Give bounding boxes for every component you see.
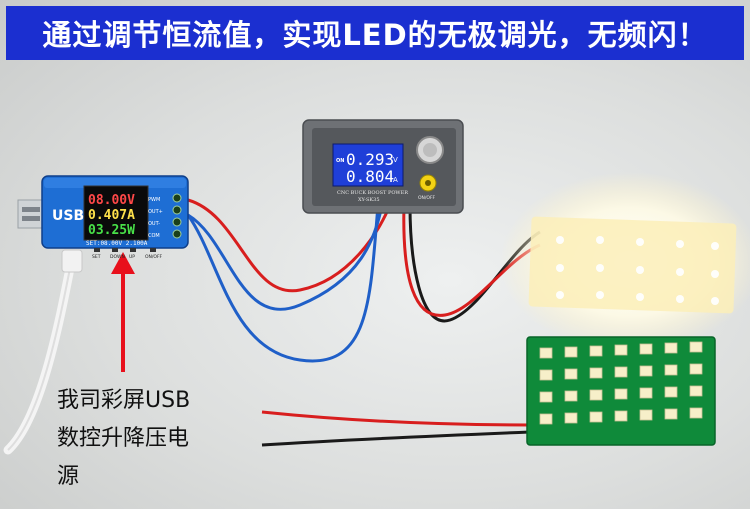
- usb-side-label-pwm: PWM: [148, 197, 160, 203]
- buck-voltage: 0.293: [346, 150, 394, 169]
- caption-text: 我司彩屏USB 数控升降压电 源: [57, 382, 217, 496]
- buck-current-unit: A: [393, 176, 398, 184]
- usb-side-label-com: COM: [148, 233, 160, 239]
- buck-model: XY-SK35: [358, 197, 380, 203]
- buck-on-indicator: ON: [336, 158, 344, 164]
- usb-button-label-set: SET: [92, 254, 101, 260]
- buck-title: CNC BUCK BOOST POWER: [337, 190, 408, 196]
- usb-side-label-outplus: OUT+: [148, 209, 163, 215]
- caption-line-2: 数控升降压电: [57, 426, 190, 451]
- title-banner: 通过调节恒流值，实现LED的无极调光，无频闪！: [6, 6, 744, 60]
- caption-line-3: 源: [57, 464, 80, 489]
- usb-button-label-onoff: ON/OFF: [145, 254, 163, 260]
- usb-module-voltage: 08.00V: [88, 193, 135, 208]
- usb-module-current: 0.407A: [88, 208, 135, 223]
- caption-line-1: 我司彩屏USB: [57, 388, 191, 413]
- buck-current: 0.804: [346, 167, 394, 186]
- buck-switch-label: ON/OFF: [418, 195, 436, 201]
- usb-button-label-down: DOWN: [110, 254, 125, 260]
- usb-module-status: SET:08.00V 2.100A: [86, 240, 148, 247]
- usb-module-logo: USB: [52, 208, 84, 224]
- buck-voltage-unit: V: [393, 156, 398, 164]
- banner-title: 通过调节恒流值，实现LED的无极调光，无频闪！: [42, 18, 708, 52]
- usb-side-label-outminus: OUT-: [148, 221, 160, 227]
- usb-module-power: 03.25W: [88, 223, 135, 238]
- usb-button-label-up: UP: [129, 254, 135, 260]
